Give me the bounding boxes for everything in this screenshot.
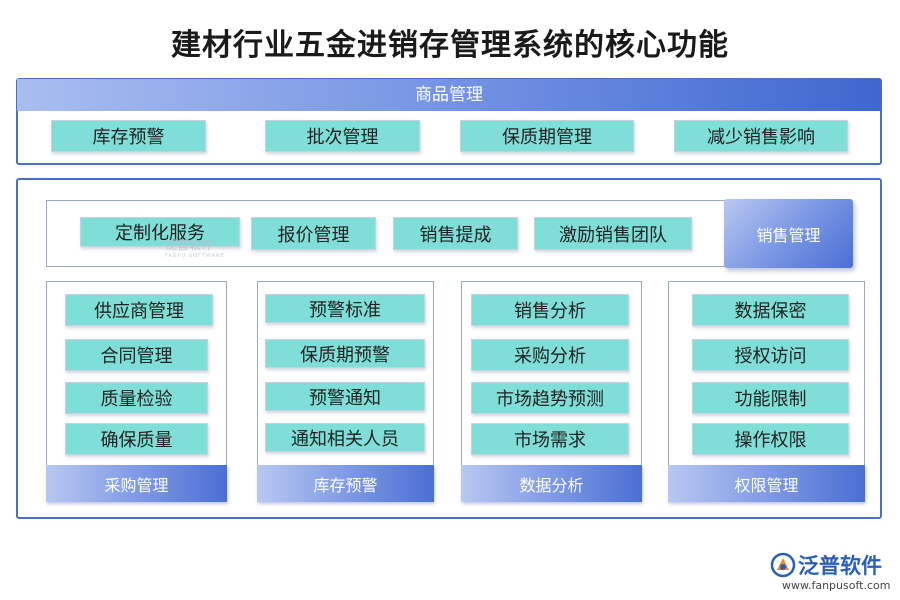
group-item: 功能限制 [692, 382, 849, 414]
group-item: 通知相关人员 [265, 423, 425, 452]
brand-logo: 泛普软件 www.fanpusoft.com [770, 552, 895, 598]
group-item: 操作权限 [692, 423, 849, 455]
group-item: 保质期预警 [265, 339, 425, 368]
sales-item: 销售提成 [393, 217, 518, 250]
group-label-inventory-alert: 库存预警 [257, 465, 434, 502]
watermark-text: 泛普软件 [165, 238, 214, 252]
goods-item: 保质期管理 [460, 120, 634, 152]
goods-header: 商品管理 [17, 79, 881, 111]
group-item: 质量检验 [65, 382, 208, 414]
logo-url: www.fanpusoft.com [782, 579, 891, 592]
group-item: 销售分析 [471, 294, 629, 326]
group-item: 采购分析 [471, 339, 629, 371]
page-title: 建材行业五金进销存管理系统的核心功能 [171, 28, 729, 63]
group-item: 供应商管理 [65, 294, 213, 326]
watermark-sub: FANPU SOFTWARE [165, 253, 225, 259]
goods-item: 库存预警 [51, 120, 206, 152]
group-item: 预警标准 [265, 294, 425, 323]
sales-item: 报价管理 [251, 217, 376, 250]
group-item: 市场趋势预测 [471, 382, 629, 414]
sales-item: 激励销售团队 [534, 217, 692, 250]
group-item: 预警通知 [265, 382, 425, 411]
watermark: 泛普软件 FANPU SOFTWARE [165, 236, 225, 259]
sales-label: 销售管理 [724, 199, 853, 268]
group-item: 市场需求 [471, 423, 629, 455]
group-label-data-analysis: 数据分析 [461, 465, 642, 502]
group-item: 数据保密 [692, 294, 849, 326]
goods-item: 减少销售影响 [674, 120, 848, 152]
goods-item: 批次管理 [265, 120, 420, 152]
logo-icon [770, 552, 796, 578]
sales-item: 定制化服务 [80, 217, 240, 247]
group-item: 授权访问 [692, 339, 849, 371]
group-label-purchase: 采购管理 [46, 465, 227, 502]
group-label-permissions: 权限管理 [668, 465, 865, 502]
group-item: 确保质量 [65, 423, 208, 455]
logo-text: 泛普软件 [798, 554, 882, 578]
group-item: 合同管理 [65, 339, 208, 371]
